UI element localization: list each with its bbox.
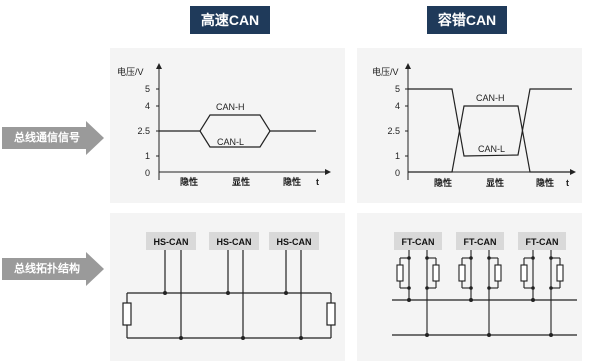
hs-tick-5: 5 (145, 84, 150, 94)
hs-can-l-label: CAN-L (217, 137, 244, 147)
ft-x-label-recessive-2: 隐性 (536, 177, 554, 188)
ft-y-axis-label: 电压/V (372, 66, 399, 77)
header-fault-tolerant-can: 容错CAN (427, 6, 507, 34)
row-label-signal-text: 总线通信信号 (2, 127, 86, 149)
ft-can-h-label: CAN-H (476, 93, 505, 103)
ft-y-ticks: 5 4 2.5 1 0 (387, 84, 400, 178)
hs-x-label-dominant: 显性 (232, 176, 250, 187)
ft-tick-1: 1 (395, 151, 400, 161)
hs-x-label-recessive-1: 隐性 (180, 176, 198, 187)
ft-node-box-3 (518, 232, 566, 250)
ft-node-box-1 (394, 232, 442, 250)
hs-tick-1: 1 (145, 151, 150, 161)
arrow-right-icon (86, 121, 104, 155)
hs-node-box-1 (146, 232, 196, 250)
ft-x-label-recessive-1: 隐性 (434, 177, 452, 188)
hs-node-label-2: HS-CAN (217, 237, 252, 247)
ft-tick-4: 4 (395, 101, 400, 111)
row-label-topology-text: 总线拓扑结构 (2, 258, 86, 280)
ft-tick-0: 0 (395, 168, 400, 178)
header-high-speed-can: 高速CAN (190, 6, 270, 34)
row-label-topology: 总线拓扑结构 (2, 252, 104, 286)
hs-tick-4: 4 (145, 101, 150, 111)
ft-node-label-1: FT-CAN (402, 237, 435, 247)
ft-node-box-2 (456, 232, 504, 250)
hs-y-ticks: 5 4 2.5 1 0 (137, 84, 150, 178)
ft-t-label: t (566, 178, 569, 188)
hs-tick-2-5: 2.5 (137, 126, 150, 136)
hs-node-label-3: HS-CAN (277, 237, 312, 247)
ft-tick-2-5: 2.5 (387, 126, 400, 136)
hs-tick-0: 0 (145, 168, 150, 178)
hs-node-box-3 (269, 232, 319, 250)
ft-tick-5: 5 (395, 84, 400, 94)
panel-hs-signal (110, 48, 345, 203)
hs-can-l-line (199, 130, 271, 148)
ft-can-l-label: CAN-L (478, 144, 505, 154)
arrow-right-icon (86, 252, 104, 286)
ft-node-label-3: FT-CAN (526, 237, 559, 247)
ft-x-label-dominant: 显性 (486, 177, 504, 188)
hs-can-h-line (159, 114, 316, 132)
ft-node-label-2: FT-CAN (464, 237, 497, 247)
hs-node-box-2 (209, 232, 259, 250)
row-label-signal: 总线通信信号 (2, 121, 104, 155)
panel-ft-signal (357, 48, 582, 203)
hs-y-axis-label: 电压/V (117, 66, 144, 77)
ft-can-l-line (408, 88, 572, 157)
hs-can-h-label: CAN-H (216, 102, 245, 112)
hs-x-label-recessive-2: 隐性 (283, 176, 301, 187)
hs-t-label: t (316, 177, 319, 187)
hs-node-label-1: HS-CAN (154, 237, 189, 247)
ft-can-h-line (408, 105, 572, 173)
